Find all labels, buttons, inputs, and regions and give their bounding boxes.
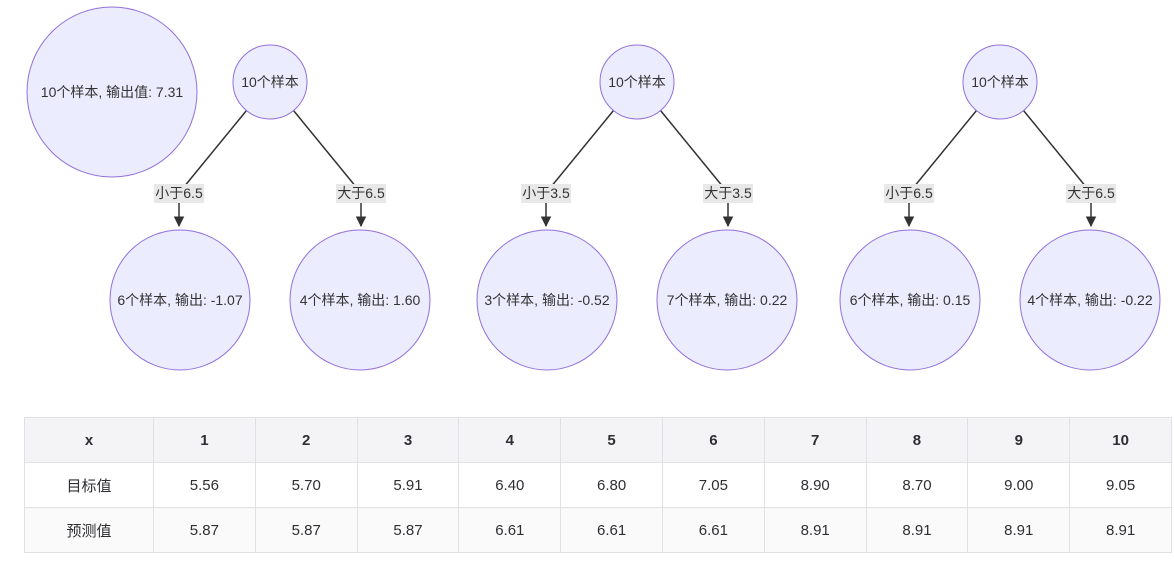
boosting-trees-diagram: 10个样本, 输出值: 7.31 小于6.5 大于6.5 10个样本 6个样本,… bbox=[26, 6, 1161, 371]
root-node-label: 10个样本 bbox=[241, 74, 299, 90]
header-cell: 1 bbox=[153, 417, 256, 463]
row-label: 预测值 bbox=[24, 507, 154, 553]
edge-label-bg bbox=[1066, 184, 1116, 203]
initial-node-label: 10个样本, 输出值: 7.31 bbox=[41, 84, 184, 100]
table-header-row: x 1 2 3 4 5 6 7 8 9 10 bbox=[24, 417, 1172, 463]
leaf-node-circle bbox=[289, 229, 431, 371]
table-cell: 7.05 bbox=[661, 462, 765, 508]
leaf-node-circle bbox=[476, 229, 618, 371]
root-node-label: 10个样本 bbox=[608, 74, 666, 90]
table-cell: 5.91 bbox=[356, 462, 460, 508]
table-cell: 6.61 bbox=[661, 507, 765, 553]
table-cell: 5.87 bbox=[254, 507, 358, 553]
table-cell: 9.00 bbox=[967, 462, 1071, 508]
tree-3: 小于6.5 大于6.5 10个样本 6个样本, 输出: 0.15 4个样本, 输… bbox=[839, 44, 1161, 371]
table-cell: 6.61 bbox=[458, 507, 562, 553]
edge-line bbox=[292, 110, 362, 194]
edge-label-right: 大于6.5 bbox=[1067, 185, 1115, 201]
table-cell: 8.91 bbox=[1069, 507, 1172, 553]
leaf-node-label: 4个样本, 输出: -0.22 bbox=[1027, 292, 1152, 308]
table-cell: 9.05 bbox=[1069, 462, 1172, 508]
table-cell: 5.87 bbox=[153, 507, 256, 553]
header-cell: 5 bbox=[560, 417, 663, 463]
leaf-node-label: 4个样本, 输出: 1.60 bbox=[300, 292, 421, 308]
edge-label-left: 小于6.5 bbox=[885, 185, 933, 201]
edge-label-bg bbox=[154, 184, 204, 203]
edge-label-left: 小于6.5 bbox=[155, 185, 203, 201]
header-cell: 8 bbox=[865, 417, 969, 463]
edge-label-bg bbox=[884, 184, 934, 203]
leaf-node-circle bbox=[656, 229, 798, 371]
initial-node-circle bbox=[26, 6, 198, 178]
header-cell: 10 bbox=[1069, 417, 1172, 463]
table-cell: 6.80 bbox=[560, 462, 663, 508]
leaf-node-circle bbox=[1019, 229, 1161, 371]
prediction-table: x 1 2 3 4 5 6 7 8 9 10 目标值 5.56 5.70 5.9… bbox=[24, 417, 1172, 553]
row-label: 目标值 bbox=[24, 462, 154, 508]
edge-line bbox=[659, 110, 729, 194]
header-cell: 2 bbox=[254, 417, 358, 463]
root-node-circle bbox=[599, 44, 675, 120]
table-cell: 8.90 bbox=[763, 462, 867, 508]
header-cell: 6 bbox=[661, 417, 765, 463]
header-cell: 4 bbox=[458, 417, 562, 463]
edge-label-right: 大于3.5 bbox=[704, 185, 752, 201]
edge-label-bg bbox=[703, 184, 753, 203]
header-cell: 9 bbox=[967, 417, 1071, 463]
edge-label-left: 小于3.5 bbox=[522, 185, 570, 201]
initial-node: 10个样本, 输出值: 7.31 bbox=[26, 6, 198, 178]
table-cell: 5.70 bbox=[254, 462, 358, 508]
leaf-node-circle bbox=[109, 229, 251, 371]
edge-line bbox=[178, 110, 248, 194]
edge-label-bg bbox=[336, 184, 386, 203]
tree-1: 小于6.5 大于6.5 10个样本 6个样本, 输出: -1.07 4个样本, … bbox=[109, 44, 431, 371]
table-row-target: 目标值 5.56 5.70 5.91 6.40 6.80 7.05 8.90 8… bbox=[24, 462, 1172, 508]
leaf-node-label: 6个样本, 输出: 0.15 bbox=[850, 292, 971, 308]
edge-label-right: 大于6.5 bbox=[337, 185, 385, 201]
leaf-node-label: 3个样本, 输出: -0.52 bbox=[484, 292, 609, 308]
root-node-label: 10个样本 bbox=[971, 74, 1029, 90]
table-cell: 6.61 bbox=[560, 507, 663, 553]
table-cell: 8.91 bbox=[967, 507, 1071, 553]
edge-line bbox=[1022, 110, 1092, 194]
leaf-node-label: 7个样本, 输出: 0.22 bbox=[667, 292, 788, 308]
header-cell: 7 bbox=[763, 417, 867, 463]
table-cell: 5.56 bbox=[153, 462, 256, 508]
root-node-circle bbox=[962, 44, 1038, 120]
table-cell: 6.40 bbox=[458, 462, 562, 508]
header-cell: 3 bbox=[356, 417, 460, 463]
leaf-node-circle bbox=[839, 229, 981, 371]
table-cell: 8.70 bbox=[865, 462, 969, 508]
table-row-predicted: 预测值 5.87 5.87 5.87 6.61 6.61 6.61 8.91 8… bbox=[24, 507, 1172, 553]
header-cell-x: x bbox=[24, 417, 154, 463]
edge-line bbox=[908, 110, 978, 194]
table-cell: 5.87 bbox=[356, 507, 460, 553]
table-cell: 8.91 bbox=[865, 507, 969, 553]
table-cell: 8.91 bbox=[763, 507, 867, 553]
root-node-circle bbox=[232, 44, 308, 120]
tree-2: 小于3.5 大于3.5 10个样本 3个样本, 输出: -0.52 7个样本, … bbox=[476, 44, 798, 371]
edge-label-bg bbox=[521, 184, 571, 203]
edge-line bbox=[545, 110, 615, 194]
trees-svg: 10个样本, 输出值: 7.31 小于6.5 大于6.5 10个样本 6个样本,… bbox=[26, 6, 1161, 371]
leaf-node-label: 6个样本, 输出: -1.07 bbox=[117, 292, 242, 308]
